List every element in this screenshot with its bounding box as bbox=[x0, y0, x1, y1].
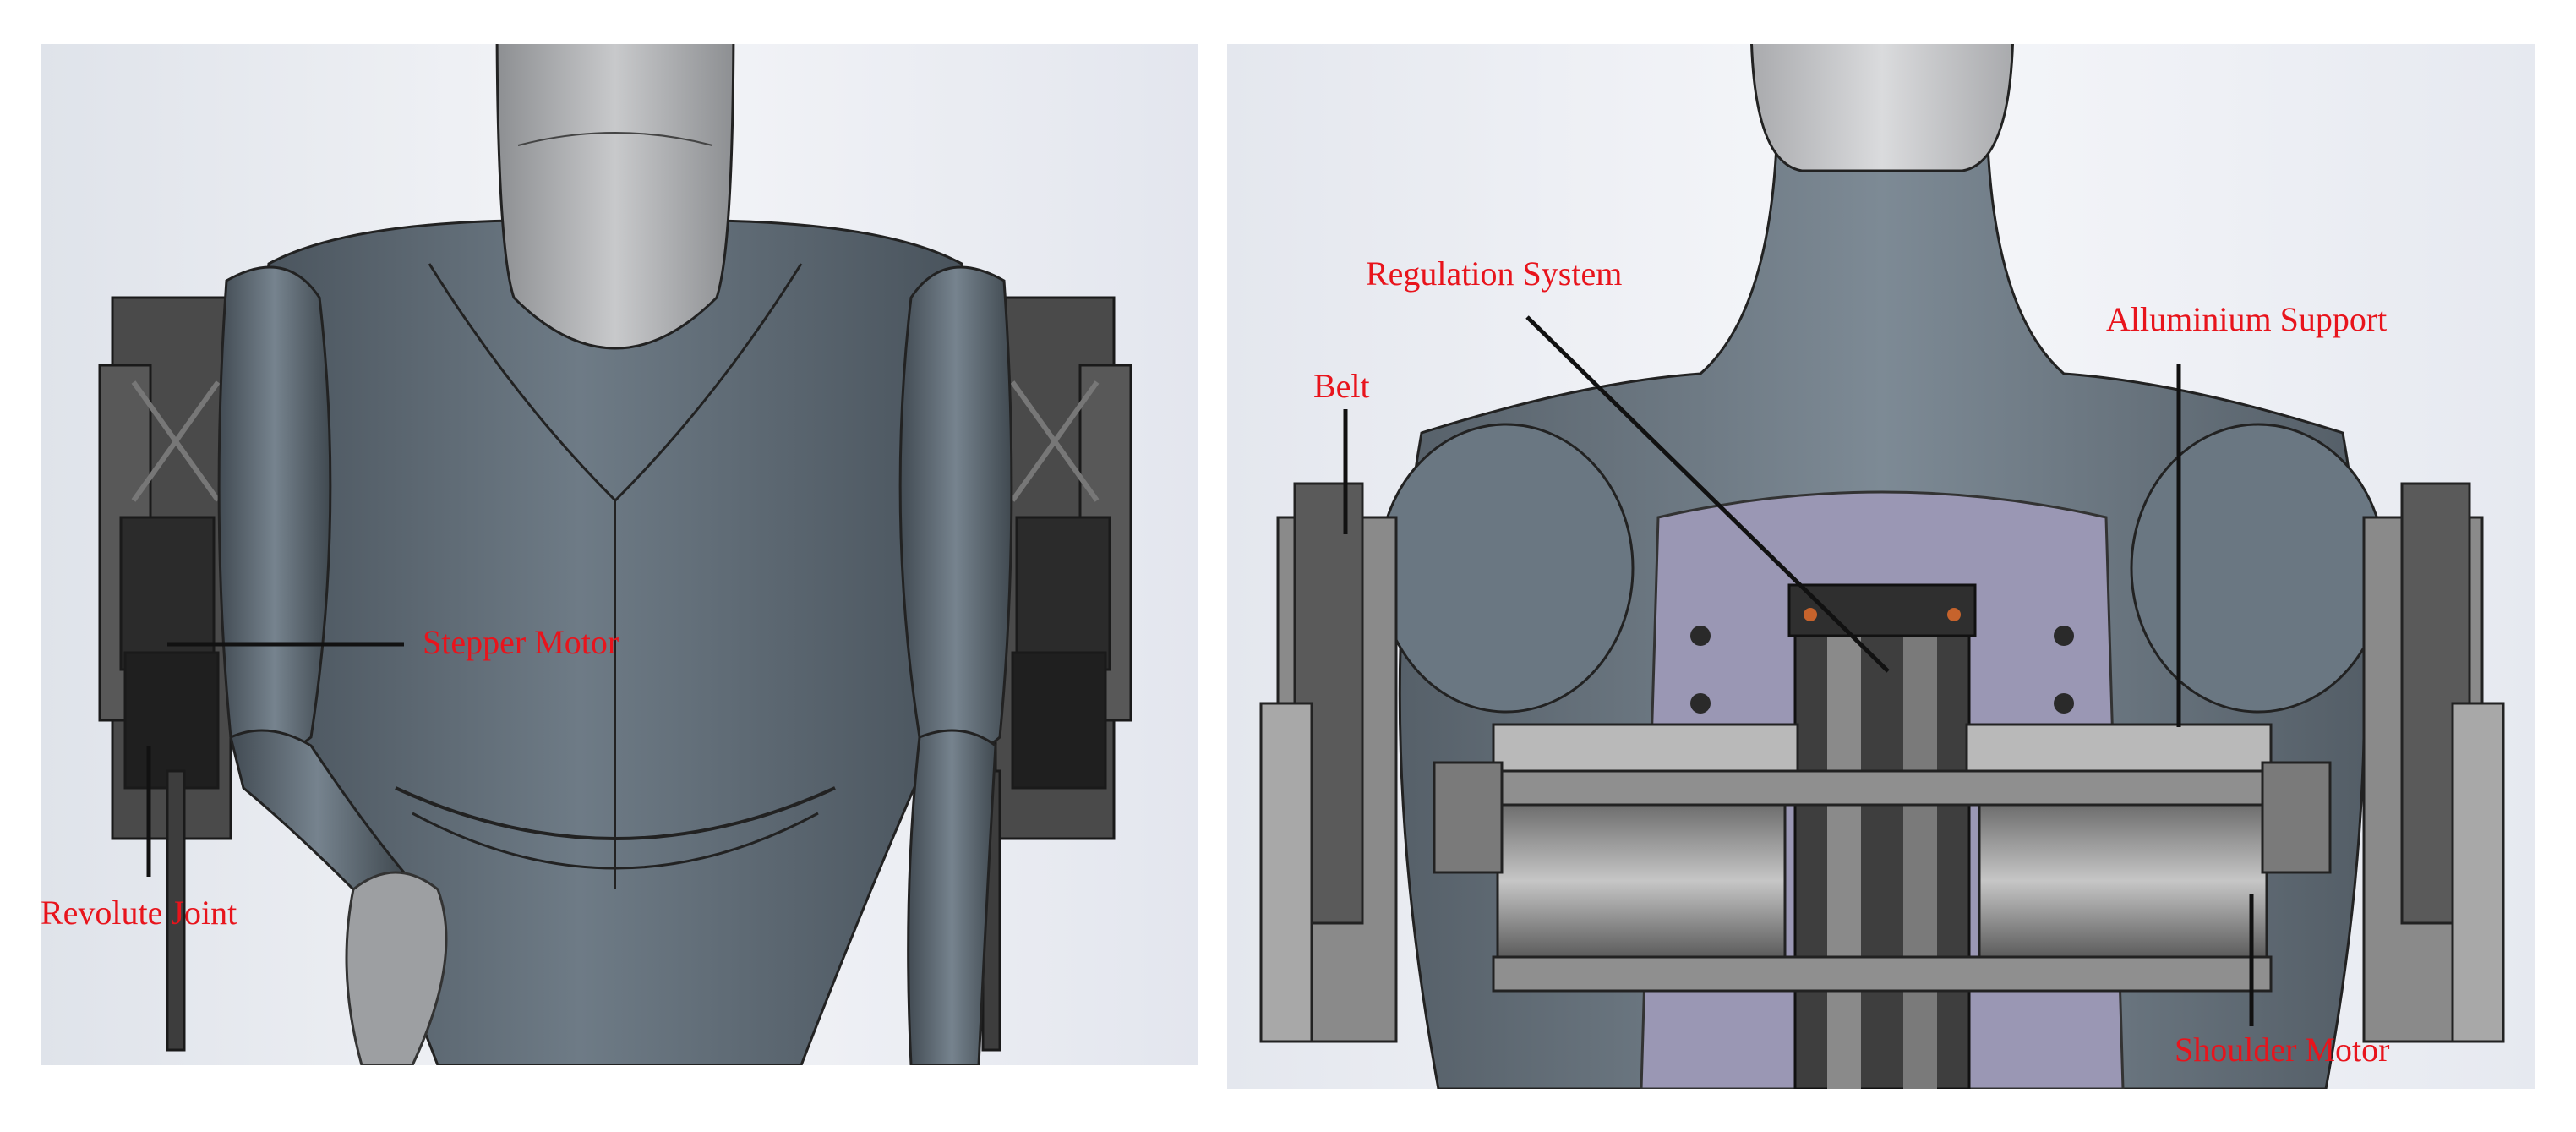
back-view-render bbox=[1227, 44, 2535, 1089]
regulation-system-label: Regulation System bbox=[1366, 254, 1623, 293]
shoulder-motor-left bbox=[1496, 803, 1787, 959]
front-view-panel: Stepper Motor Revolute Joint bbox=[41, 44, 1198, 1065]
head bbox=[495, 44, 735, 350]
right-upper-arm bbox=[898, 265, 1013, 756]
regulation-block bbox=[1787, 583, 1977, 637]
belt-label: Belt bbox=[1313, 367, 1370, 405]
alluminium-support-label: Alluminium Support bbox=[2106, 300, 2388, 338]
left-shoulder-dome bbox=[1378, 423, 1635, 714]
right-forearm bbox=[907, 729, 997, 1065]
aluminium-support-right bbox=[1965, 723, 2273, 773]
right-arm-mechanism bbox=[981, 296, 1132, 1052]
front-view-render bbox=[41, 44, 1198, 1065]
revolute-joint-label: Revolute Joint bbox=[41, 894, 237, 932]
left-belt-mechanism bbox=[1259, 482, 1398, 1043]
aluminium-support-left bbox=[1492, 723, 1799, 773]
regulation-system-leader bbox=[1525, 315, 1890, 673]
regulation-rail bbox=[1793, 583, 1971, 1089]
shoulder-motor-label: Shoulder Motor bbox=[2175, 1031, 2390, 1069]
right-shoulder-dome bbox=[2130, 423, 2387, 714]
left-upper-arm bbox=[217, 265, 332, 756]
right-belt-mechanism bbox=[2362, 482, 2505, 1043]
head-back bbox=[1750, 44, 2014, 172]
shoulder-motor-right bbox=[1978, 803, 2268, 959]
stepper-motor-label: Stepper Motor bbox=[423, 623, 619, 661]
left-hand bbox=[345, 871, 448, 1065]
back-view-panel: Regulation System Alluminium Support Bel… bbox=[1227, 44, 2535, 1089]
